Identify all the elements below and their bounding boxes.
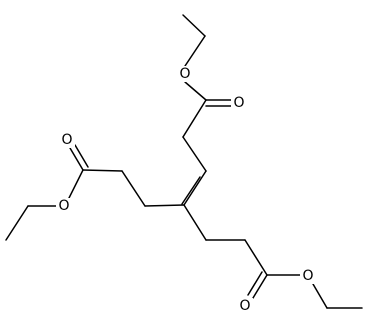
atom-o-left-ester-ether: O bbox=[56, 198, 72, 214]
bond-alkene-double-outer bbox=[183, 170, 207, 206]
atom-o-left-carbonyl: O bbox=[59, 132, 75, 148]
atom-label-text: O bbox=[239, 298, 250, 314]
bond-top-o-carbonyl-c bbox=[184, 81, 207, 101]
bond-left-ch2-carbonyl-c bbox=[82, 169, 123, 172]
bond-alkene-c-left-ch2 bbox=[144, 204, 185, 207]
bond-alkene-c-bottom-ch2 bbox=[183, 204, 207, 241]
bond-left-ch2-ch2 bbox=[121, 170, 146, 207]
bond-top-ch2-alkene-ch bbox=[182, 136, 207, 172]
atom-label-text: O bbox=[179, 66, 190, 82]
atom-label-text: O bbox=[61, 132, 72, 148]
atom-o-top-ester-ether: O bbox=[177, 66, 193, 82]
atom-o-bottom-carbonyl: O bbox=[237, 298, 253, 314]
bond-alkene-double-inner bbox=[181, 176, 201, 205]
atom-o-top-carbonyl: O bbox=[231, 95, 247, 111]
bond-top-ethyl-ch2-o bbox=[184, 35, 206, 67]
bond-top-ethyl-ch3-ch2 bbox=[182, 14, 206, 37]
atom-label-text: O bbox=[302, 268, 313, 284]
bond-left-carbonyl-o-ether bbox=[68, 169, 84, 199]
bond-left-carbonyl-double-b bbox=[74, 144, 89, 168]
bond-bottom-carbonyl-double-b bbox=[247, 271, 263, 296]
bond-top-carbonyl-ch2 bbox=[182, 99, 207, 138]
bond-bottom-ch2-carbonyl-c bbox=[244, 239, 268, 276]
bond-bottom-carbonyl-double-a bbox=[252, 274, 268, 299]
atom-label-text: O bbox=[233, 95, 244, 111]
bond-left-ethyl-ch2-ch3 bbox=[5, 205, 29, 241]
bond-bottom-o-ethyl-ch2 bbox=[312, 283, 328, 309]
atom-label-text: O bbox=[58, 198, 69, 214]
bond-left-carbonyl-double-a bbox=[69, 147, 84, 171]
atom-o-bottom-ester-ether: O bbox=[300, 268, 316, 284]
